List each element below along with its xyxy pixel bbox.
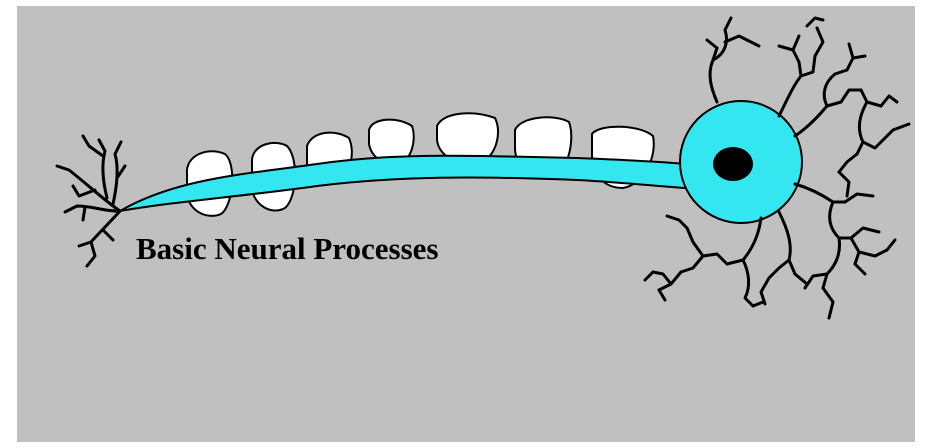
nucleus xyxy=(713,147,753,181)
diagram-panel: Basic Neural Processes xyxy=(17,6,915,442)
neuron-illustration xyxy=(17,6,915,442)
axon-terminal xyxy=(57,136,125,266)
diagram-title: Basic Neural Processes xyxy=(136,231,438,267)
